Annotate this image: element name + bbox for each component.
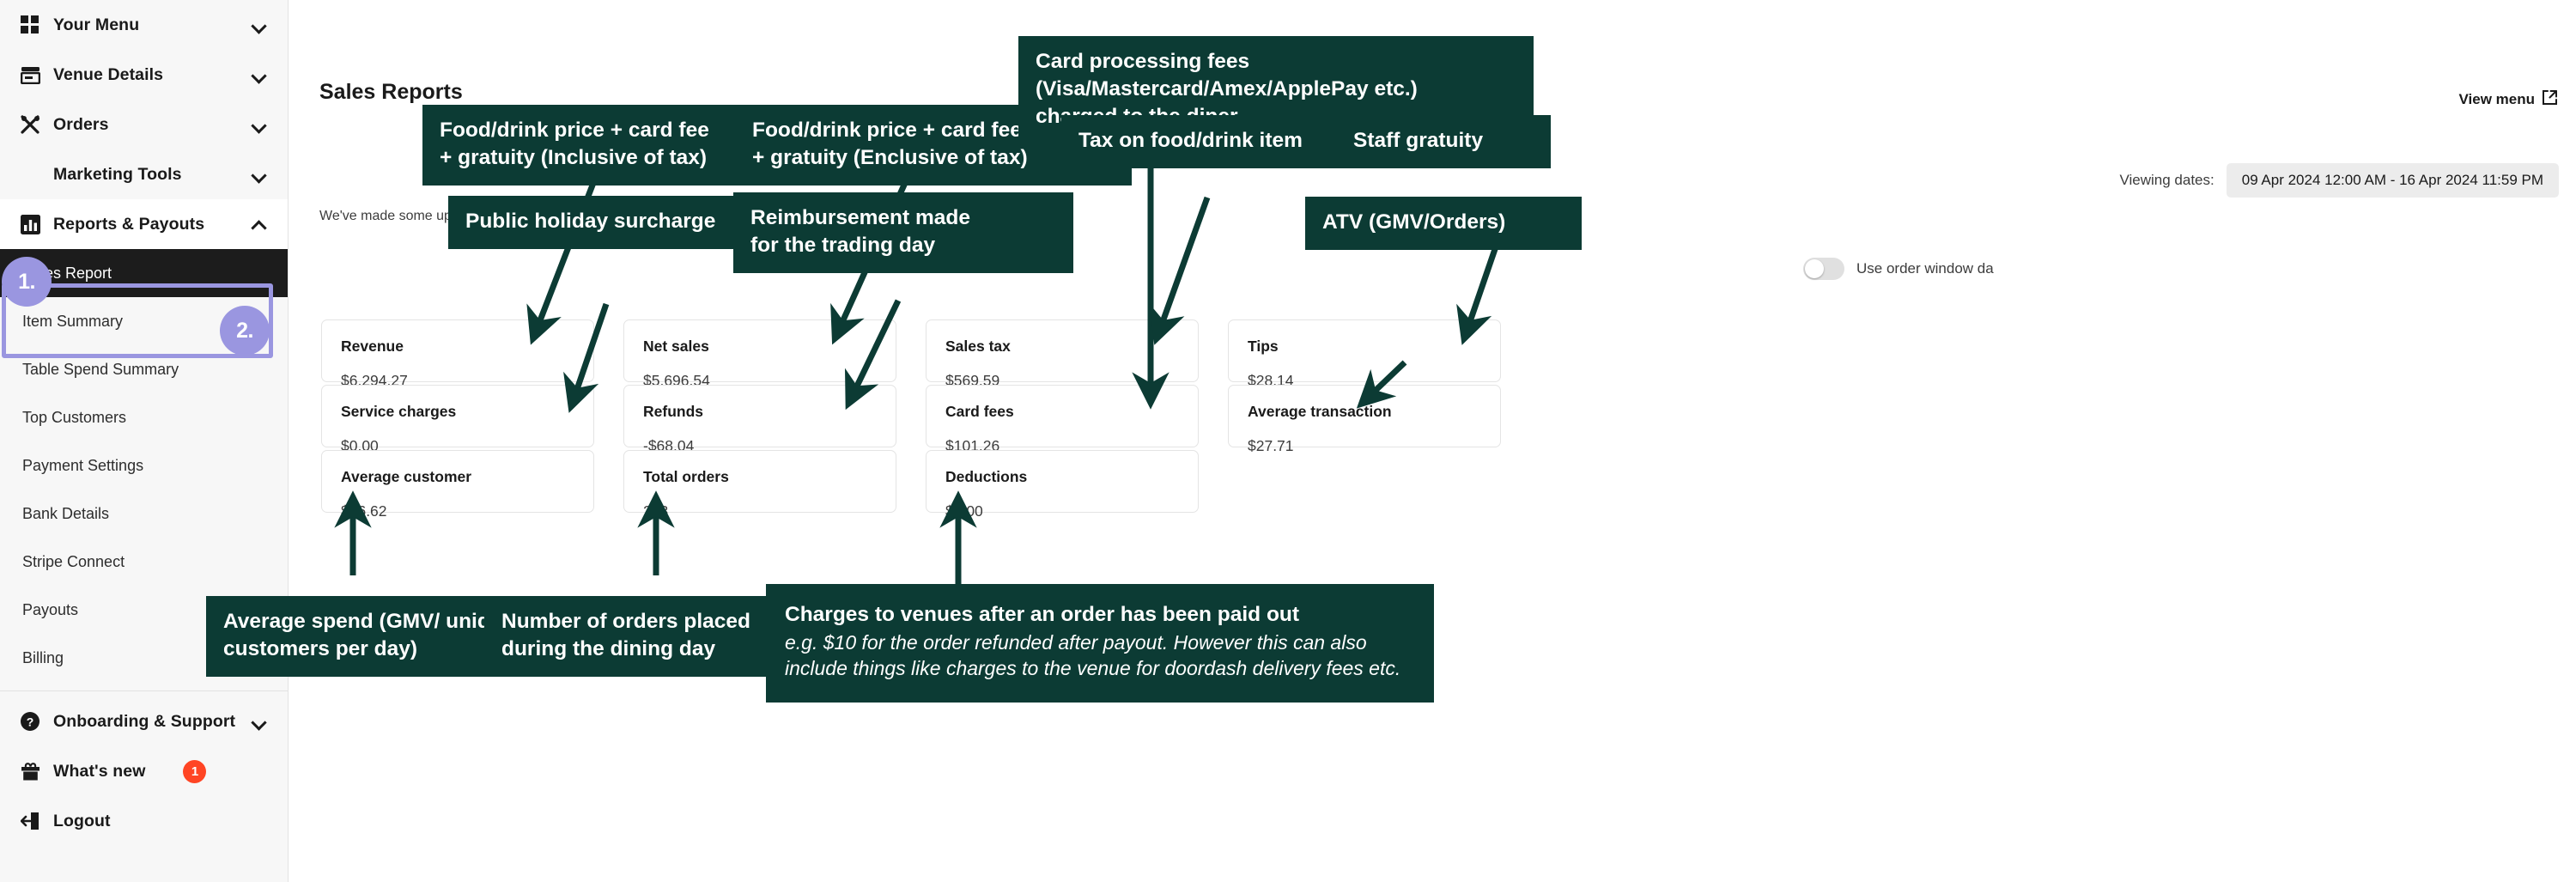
chevron-down-icon[interactable] — [252, 715, 265, 728]
sidebar-group-label: Reports & Payouts — [53, 214, 205, 234]
bar-chart-icon — [19, 213, 41, 235]
card-label: Tips — [1248, 338, 1279, 355]
sidebar: Your Menu Venue Details Orders Marketing… — [0, 0, 289, 882]
sidebar-group-onboarding-support[interactable]: ? Onboarding & Support — [0, 696, 288, 746]
chevron-down-icon[interactable] — [252, 18, 265, 32]
sidebar-group-marketing-tools[interactable]: Marketing Tools — [0, 149, 288, 199]
use-order-window-toggle[interactable] — [1803, 258, 1844, 280]
annotation-service-charges: Public holiday surcharge — [448, 196, 754, 249]
card-card-fees[interactable]: Card fees $101.26 — [926, 385, 1199, 454]
main-content: Sales Reports View menu Viewing dates: 0… — [206, 0, 2576, 882]
sidebar-item-table-spend-summary[interactable]: Table Spend Summary — [0, 345, 288, 393]
view-menu-link[interactable]: View menu — [2458, 90, 2557, 109]
gift-icon — [19, 760, 41, 782]
question-circle-icon: ? — [19, 710, 41, 733]
card-average-transaction[interactable]: Average transaction $27.71 — [1228, 385, 1501, 454]
sidebar-item-payouts[interactable]: Payouts — [0, 586, 288, 634]
sidebar-item-label: Item Summary — [22, 312, 124, 330]
sidebar-group-logout[interactable]: Logout — [0, 796, 288, 846]
chevron-down-icon[interactable] — [252, 68, 265, 82]
sidebar-group-whats-new[interactable]: What's new 1 — [0, 746, 288, 796]
annotation-deductions: Charges to venues after an order has bee… — [766, 584, 1434, 703]
sidebar-group-your-menu[interactable]: Your Menu — [0, 0, 288, 50]
card-revenue[interactable]: Revenue $6,294.27 — [321, 319, 594, 389]
card-average-customer[interactable]: Average customer $46.62 — [321, 450, 594, 520]
card-value: $27.71 — [1248, 437, 1294, 454]
sidebar-item-label: Billing — [22, 648, 64, 666]
chevron-down-icon[interactable] — [252, 118, 265, 131]
external-link-icon — [2543, 90, 2557, 109]
card-value: $46.62 — [341, 502, 387, 520]
card-refunds[interactable]: Refunds -$68.04 — [623, 385, 896, 454]
chevron-down-icon[interactable] — [252, 167, 265, 181]
card-sales-tax[interactable]: Sales tax $569.59 — [926, 319, 1199, 389]
storefront-icon — [19, 64, 41, 86]
sidebar-group-reports-payouts[interactable]: Reports & Payouts — [0, 199, 288, 249]
card-label: Refunds — [643, 403, 703, 420]
sidebar-group-label: Venue Details — [53, 64, 164, 84]
annotation-average-transaction: ATV (GMV/Orders) — [1305, 197, 1582, 250]
card-value: 243 — [643, 502, 669, 520]
view-menu-label: View menu — [2458, 91, 2536, 107]
sidebar-group-label: Logout — [53, 811, 111, 830]
card-label: Service charges — [341, 403, 457, 420]
annotation-deductions-body: e.g. $10 for the order refunded after pa… — [785, 630, 1401, 680]
card-label: Net sales — [643, 338, 709, 355]
sidebar-group-label: Marketing Tools — [53, 164, 182, 184]
sidebar-group-label: Orders — [53, 114, 109, 134]
sidebar-item-stripe-connect[interactable]: Stripe Connect — [0, 538, 288, 586]
megaphone-icon — [19, 163, 41, 186]
svg-text:?: ? — [27, 715, 34, 729]
sidebar-item-payment-settings[interactable]: Payment Settings — [0, 441, 288, 490]
whats-new-badge: 1 — [183, 759, 207, 783]
sidebar-group-venue-details[interactable]: Venue Details — [0, 50, 288, 100]
viewing-dates: Viewing dates: 09 Apr 2024 12:00 AM - 16… — [2119, 163, 2559, 198]
sidebar-group-label: What's new — [53, 761, 146, 781]
sidebar-group-orders[interactable]: Orders — [0, 100, 288, 149]
logout-icon — [19, 810, 41, 832]
annotation-tips: Staff gratuity — [1336, 115, 1551, 168]
sidebar-item-label: Payouts — [22, 600, 79, 618]
viewing-dates-value[interactable]: 09 Apr 2024 12:00 AM - 16 Apr 2024 11:59… — [2226, 163, 2559, 198]
card-label: Average customer — [341, 468, 472, 485]
card-label: Average transaction — [1248, 403, 1392, 420]
card-deductions[interactable]: Deductions $0.00 — [926, 450, 1199, 520]
sidebar-group-label: Your Menu — [53, 15, 140, 34]
card-label: Sales tax — [945, 338, 1011, 355]
card-label: Revenue — [341, 338, 404, 355]
sidebar-item-top-customers[interactable]: Top Customers — [0, 393, 288, 441]
grid-icon — [19, 14, 41, 36]
card-total-orders[interactable]: Total orders 243 — [623, 450, 896, 520]
update-note-text: We've made some upda — [319, 209, 467, 223]
annotation-deductions-title: Charges to venues after an order has bee… — [785, 603, 1300, 626]
step-badge-2: 2. — [220, 306, 270, 356]
card-label: Total orders — [643, 468, 729, 485]
sidebar-divider — [0, 690, 288, 691]
sidebar-item-bank-details[interactable]: Bank Details — [0, 490, 288, 538]
sidebar-item-label: Bank Details — [22, 504, 110, 522]
use-order-window-label: Use order window da — [1856, 260, 1994, 277]
use-order-window-toggle-row: Use order window da — [1803, 258, 1994, 280]
page-title: Sales Reports — [319, 80, 463, 104]
card-net-sales[interactable]: Net sales $5,696.54 — [623, 319, 896, 389]
annotation-refunds: Reimbursement made for the trading day — [733, 192, 1073, 273]
viewing-dates-label: Viewing dates: — [2119, 172, 2215, 188]
card-label: Card fees — [945, 403, 1014, 420]
card-tips[interactable]: Tips $28.14 — [1228, 319, 1501, 389]
sidebar-item-item-summary[interactable]: Item Summary — [0, 297, 288, 345]
sidebar-item-label: Payment Settings — [22, 456, 144, 474]
card-service-charges[interactable]: Service charges $0.00 — [321, 385, 594, 454]
sidebar-group-label: Onboarding & Support — [53, 711, 236, 731]
card-label: Deductions — [945, 468, 1028, 485]
card-value: $0.00 — [945, 502, 983, 520]
cutlery-icon — [19, 113, 41, 136]
sidebar-item-label: Top Customers — [22, 408, 127, 426]
sidebar-item-label: Table Spend Summary — [22, 360, 179, 378]
step-badge-1: 1. — [2, 257, 52, 307]
sidebar-item-billing[interactable]: Billing — [0, 634, 288, 682]
sidebar-item-label: Stripe Connect — [22, 552, 125, 570]
chevron-up-icon[interactable] — [252, 217, 265, 231]
